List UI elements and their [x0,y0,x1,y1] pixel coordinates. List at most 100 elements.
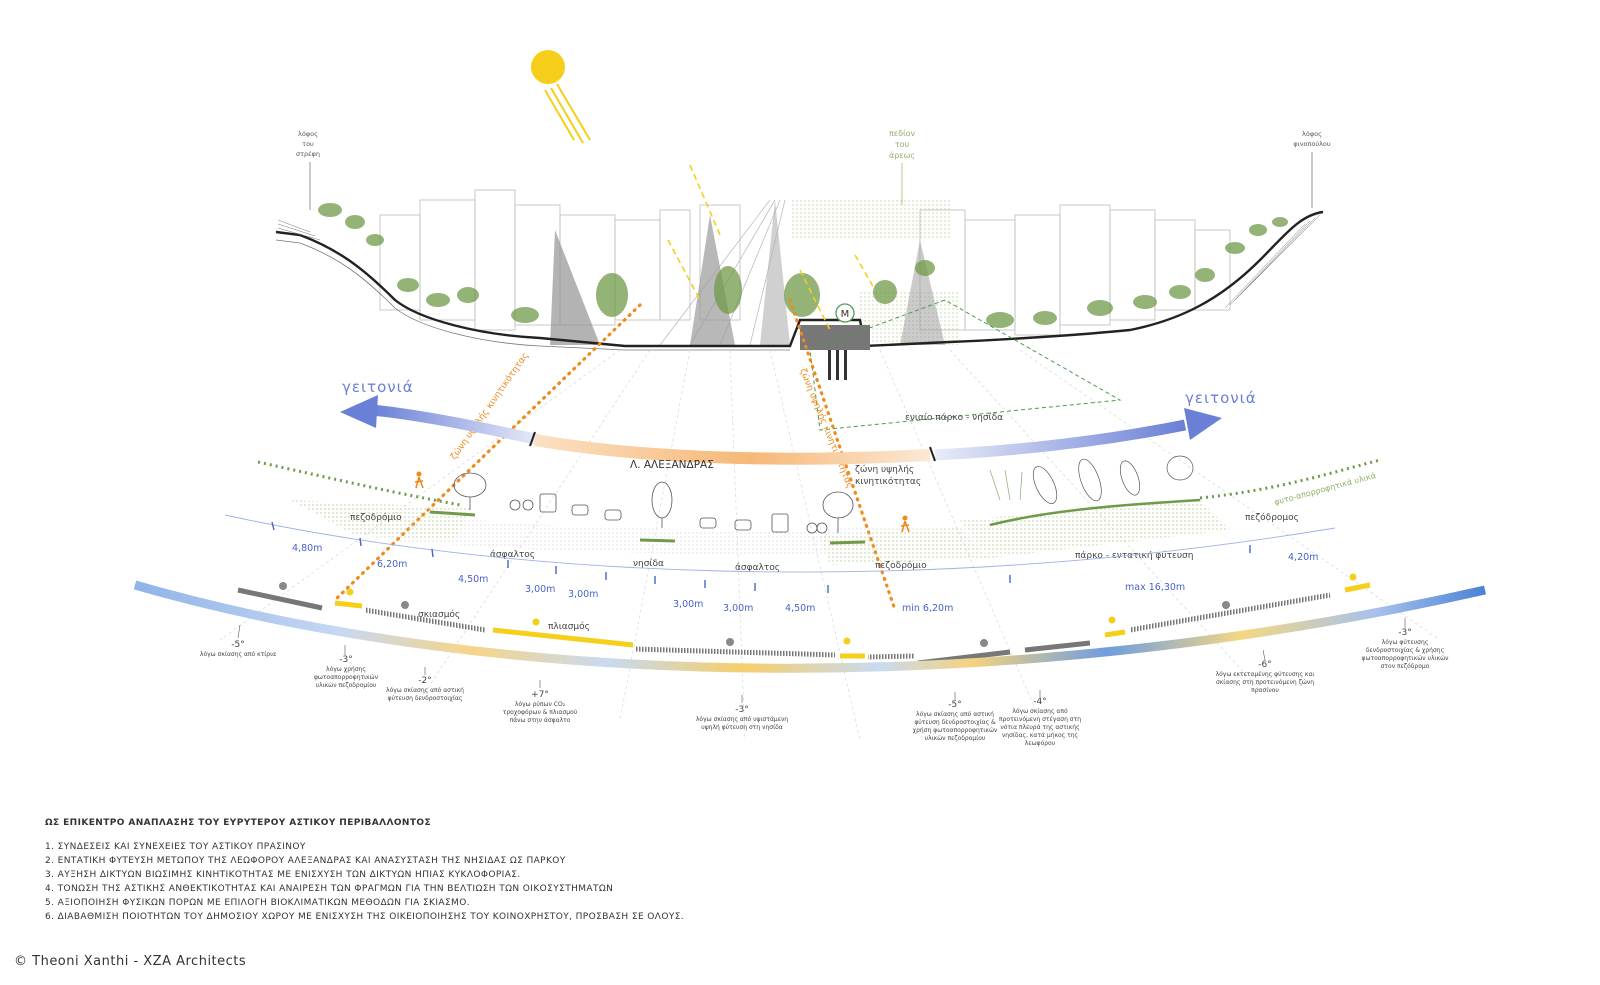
design-goal-item: 6. ΔΙΑΒΑΘΜΙΣΗ ΠΟΙΟΤΗΤΩΝ ΤΟΥ ΔΗΜΟΣΙΟΥ ΧΩΡ… [45,912,685,922]
asphalt-right-label: άσφαλτος [735,563,780,573]
dim-label: 6,20m [377,559,407,570]
sidewalk-left-area [290,500,470,540]
temperature-note: προτεινόμενη στέγαση στη [998,716,1082,723]
pedestrian-icon-left [414,471,424,489]
pedestrian-icon-center [900,515,910,533]
avenue-label: Λ. ΑΛΕΞΑΝΔΡΑΣ [630,459,714,471]
green-curbs [429,510,866,545]
sidewalk-center-area [820,528,990,565]
temperature-value: -5° [948,700,962,710]
park-area [960,500,1230,558]
ground-section-line-shadow [275,239,790,351]
temperature-note: υψηλή φύτευση στη νησίδα [701,724,783,731]
zone-diagonal-label-center: ζώνη υψηλής κινητικότητας [797,367,855,490]
design-goal-item: 4. ΤΟΝΩΣΗ ΤΗΣ ΑΣΤΙΚΗΣ ΑΝΘΕΚΤΙΚΟΤΗΤΑΣ ΚΑΙ… [45,884,614,894]
dim-label: 3,00m [673,599,703,610]
temperature-value: -6° [1258,660,1272,670]
dim-label: 4,50m [458,574,488,585]
temperature-note: φύτευση δενδροστοιχίας & [914,719,996,726]
neighborhood-arrow-right [934,408,1222,461]
temperature-note: λόγω σκίασης από κτίρια [199,651,277,658]
vehicle-icons [509,493,828,534]
shadow-triangles [550,200,945,345]
sidewalk-center-label: πεζοδρόμιο [875,560,927,571]
temperature-note: πάνω στην άσφαλτο [509,717,571,724]
green-edge-left [257,460,461,507]
dim-label: 3,00m [525,584,555,595]
park-ground-line [989,498,1201,527]
temperature-note: δενδροστοιχίας & χρήσης [1365,647,1445,654]
sidewalk-right-label: πεζόδρομος [1245,512,1299,523]
temperature-note: φύτευση δενδροστοιχίας [387,695,463,702]
svg-text:λόφος: λόφος [298,130,318,138]
temperature-note: τροχοφόρων & πλιασμού [502,709,578,716]
tree-icon-island [651,481,673,528]
sun-small-icons [346,573,1357,645]
temperature-note: λόγω σκίασης από υψιστάμενη [695,716,789,723]
metro-icon: M [800,303,870,380]
hill-label-center: πεδίον του άρεως [889,129,916,205]
zone-label-a: ζώνη υψηλής [855,464,914,475]
avenue-bar [529,431,936,465]
park-label: πάρκο - εντατική φύτευση [1075,550,1193,561]
svg-text:στρέφη: στρέφη [296,150,320,158]
sun-icon [531,50,591,144]
temperature-value: +7° [531,690,549,700]
temperature-value: -3° [1398,628,1412,638]
green-edge-label: φυτο-απορροφητικά υλικά [1273,471,1377,507]
tree-icon-left [453,472,487,510]
temperature-note: υλικών πεζοδρομίου [315,682,377,689]
shade-label: σκιασμός [418,609,460,620]
dim-label: 4,20m [1288,552,1318,563]
sun-label: πλιασμός [548,621,590,632]
park-trees [989,455,1194,504]
dim-label: 3,00m [723,603,753,614]
temperature-note: λόγω χρήσης [326,666,366,673]
temperature-note: λόγω εκτεταμένης φύτευσης και [1215,671,1315,678]
temperature-note: νησίδας, κατά μήκος της [1001,732,1079,739]
design-goals: ΩΣ ΕΠΙΚΕΝΤΡΟ ΑΝΑΠΛΑΣΗΣ ΤΟΥ ΕΥΡΥΤΕΡΟΥ ΑΣΤ… [45,818,945,924]
sun-rays-dashed [667,164,876,331]
section-trees [318,203,1288,328]
dim-label: min 6,20m [902,603,953,614]
temperature-note: σκίασης στη προτεινόμενη ζώνη [1215,679,1315,686]
temperature-value: -5° [231,640,245,650]
neighborhood-arrow-left [340,395,542,446]
hill-hatch-right [1224,214,1321,309]
temperature-note: φωτοαπορροφητικών υλικών [1361,655,1449,662]
unified-park-boundary [809,299,1122,431]
dim-label: 4,80m [292,543,322,554]
temperature-value: -3° [339,655,353,665]
temperature-note: λόγω σκίασης από αστική [386,687,464,694]
design-goal-item: 3. ΑΥΞΗΣΗ ΔΙΚΤΥΩΝ ΒΙΩΣΙΜΗΣ ΚΙΝΗΤΙΚΟΤΗΤΑΣ… [45,870,521,880]
temperature-leaders [237,618,1406,703]
zone-label-b: κινητικότητας [855,476,921,487]
cloud-small-icons [279,582,1230,647]
unified-park-label: ενιαίο πάρκο - νησίδα [905,413,1003,423]
asphalt-left-label: άσφαλτος [490,550,535,560]
neighborhood-label-left: γειτονιά [342,378,414,396]
temperature-note: φωτοαπορροφητικών [313,674,379,681]
design-goal-item: 5. ΑΞΙΟΠΟΙΗΣΗ ΦΥΣΙΚΩΝ ΠΟΡΩΝ ΜΕ ΕΠΙΛΟΓΗ Β… [45,898,470,908]
hill-label-left: λόφος του στρέφη [296,130,320,210]
credit: © Theoni Xanthi - XZA Architects [14,954,247,969]
svg-text:άρεως: άρεως [889,151,915,160]
temperature-value: -3° [735,705,749,715]
temperature-note: λόγω σκίασης από [1012,708,1068,715]
svg-text:πεδίον: πεδίον [889,129,916,138]
svg-text:λόφος: λόφος [1302,130,1322,138]
shade-sun-bars [237,582,1371,666]
neighborhood-label-right: γειτονιά [1185,389,1257,407]
design-goal-item: 2. ΕΝΤΑΤΙΚΗ ΦΥΤΕΥΣΗ ΜΕΤΩΠΟΥ ΤΗΣ ΛΕΩΦΟΡΟΥ… [45,856,566,866]
temperature-value: -4° [1033,697,1047,707]
design-goal-item: 1. ΣΥΝΔΕΣΕΙΣ ΚΑΙ ΣΥΝΕΧΕΙΕΣ ΤΟΥ ΑΣΤΙΚΟΥ Π… [45,842,306,852]
hill-label-right: λόφος φινοπούλου [1293,130,1331,208]
